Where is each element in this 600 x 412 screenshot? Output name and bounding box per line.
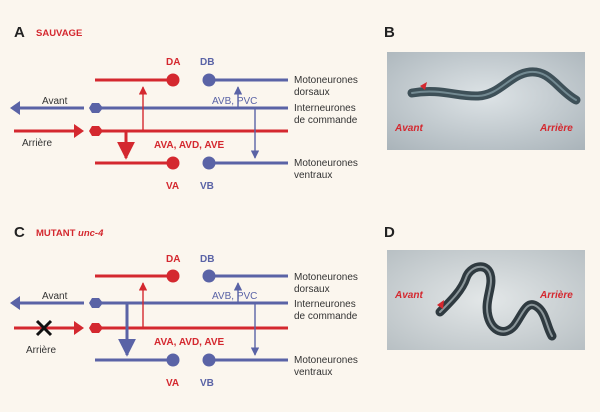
ava-soma xyxy=(89,126,103,136)
neuron-label-va-c: VA xyxy=(166,378,179,389)
db-soma xyxy=(202,73,216,87)
avb-soma-c xyxy=(89,298,103,308)
neuron-label-db-c: DB xyxy=(200,254,214,265)
panel-letter-c: C xyxy=(14,224,25,241)
vb-neuron xyxy=(202,156,288,170)
avant-label-b: Avant xyxy=(394,123,423,134)
moto-ventraux-line1-c: Motoneurones xyxy=(294,355,358,366)
vb-soma-c xyxy=(202,353,216,367)
arrowhead-icon xyxy=(437,300,444,309)
arriere-label-c: Arrière xyxy=(26,345,56,356)
moto-dorsaux-line1-c: Motoneurones xyxy=(294,272,358,283)
avant-label: Avant xyxy=(42,96,68,107)
ava-avd-ave-label: AVA, AVD, AVE xyxy=(154,140,225,151)
panel-letter-a: A xyxy=(14,24,25,41)
avb-pvc-label-c: AVB, PVC xyxy=(212,291,257,302)
moto-ventraux-line2-c: ventraux xyxy=(294,367,332,378)
panel-a-title: SAUVAGE xyxy=(36,28,82,39)
arriere-label: Arrière xyxy=(22,138,52,149)
va-neuron xyxy=(95,156,180,170)
va-neuron-c xyxy=(95,353,180,367)
arriere-label-d: Arrière xyxy=(539,290,573,301)
db-soma-c xyxy=(202,269,216,283)
interneurones-line1: Interneurones xyxy=(294,103,356,114)
arrow-right-icon xyxy=(14,124,84,138)
moto-dorsaux-line2-c: dorsaux xyxy=(294,284,330,295)
neuron-label-vb: VB xyxy=(200,181,214,192)
worm-photo-b xyxy=(387,52,585,150)
panel-letter-d: D xyxy=(384,224,395,241)
avant-label-d: Avant xyxy=(394,290,423,301)
neuron-label-da: DA xyxy=(166,57,180,68)
panel-c-title-gene: unc-4 xyxy=(78,228,104,239)
neuron-label-vb-c: VB xyxy=(200,378,214,389)
cross-icon xyxy=(35,319,53,337)
interneurones-line1-c: Interneurones xyxy=(294,299,356,310)
arrowhead-icon xyxy=(420,82,427,90)
da-neuron-c xyxy=(95,269,180,283)
va-soma-c xyxy=(166,353,180,367)
arrow-left-icon xyxy=(10,101,84,115)
ava-avd-ave-label-c: AVA, AVD, AVE xyxy=(154,337,225,348)
avb-pvc-label: AVB, PVC xyxy=(212,96,257,107)
arrow-left-icon xyxy=(10,296,84,310)
da-soma-c xyxy=(166,269,180,283)
panel-d: D Avant Arrière xyxy=(384,224,585,350)
panel-letter-b: B xyxy=(384,24,395,41)
panel-b: B Avant Arrière xyxy=(384,24,585,150)
avant-label-c: Avant xyxy=(42,291,68,302)
vb-neuron-c xyxy=(202,353,288,367)
interneurones-line2-c: de commande xyxy=(294,311,358,322)
ava-soma-c xyxy=(89,323,103,333)
panel-c: C MUTANT unc-4 DA DB Motoneurones dorsau… xyxy=(10,224,358,389)
panel-c-title-prefix: MUTANT xyxy=(36,228,78,239)
neuron-label-va: VA xyxy=(166,181,179,192)
neuron-label-db: DB xyxy=(200,57,214,68)
moto-dorsaux-line1: Motoneurones xyxy=(294,75,358,86)
arrow-right-icon xyxy=(14,321,84,335)
arriere-label-b: Arrière xyxy=(539,123,573,134)
da-neuron xyxy=(95,73,180,87)
da-soma xyxy=(166,73,180,87)
neuron-label-da-c: DA xyxy=(166,254,180,265)
moto-ventraux-line1: Motoneurones xyxy=(294,158,358,169)
moto-dorsaux-line2: dorsaux xyxy=(294,87,330,98)
avb-soma xyxy=(89,103,103,113)
interneurones-line2: de commande xyxy=(294,115,358,126)
panel-a: A SAUVAGE DA DB Motoneurones dorsaux AVB… xyxy=(10,24,358,192)
db-neuron xyxy=(202,73,288,87)
panel-c-title: MUTANT unc-4 xyxy=(36,228,104,239)
vb-soma xyxy=(202,156,216,170)
va-soma xyxy=(166,156,180,170)
moto-ventraux-line2: ventraux xyxy=(294,170,332,181)
db-neuron-c xyxy=(202,269,288,283)
